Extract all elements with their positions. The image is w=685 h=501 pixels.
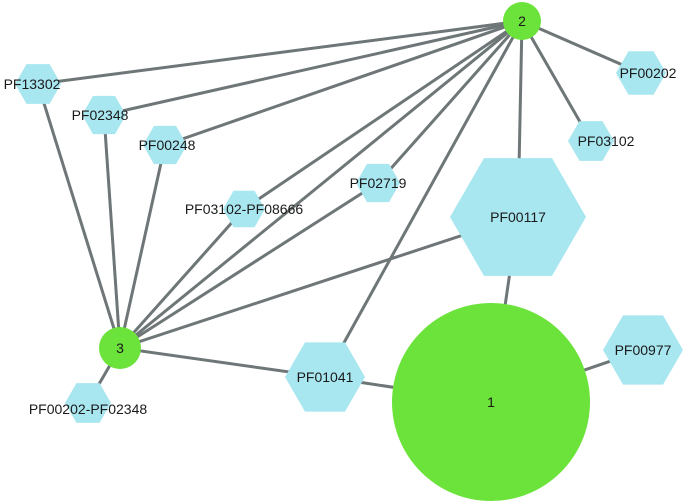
node-label: PF13302 — [4, 76, 61, 92]
node-PF01041[interactable]: PF01041 — [285, 342, 365, 412]
node-hexagon — [15, 64, 61, 104]
node-hexagon — [285, 342, 365, 412]
node-PF00202[interactable]: PF00202 — [616, 51, 677, 95]
node-label: PF00977 — [615, 342, 672, 358]
nodes-layer: 123PF13302PF02348PF00248PF03102-PF08666P… — [4, 2, 683, 501]
edge-2-PF02719 — [376, 20, 524, 184]
edge-2-3 — [119, 19, 523, 350]
node-PF00248[interactable]: PF00248 — [139, 125, 196, 165]
node-hexagon — [603, 315, 683, 385]
node-hexagon — [223, 190, 265, 228]
node-PF00117[interactable]: PF00117 — [450, 158, 586, 276]
edge-3-PF00117 — [119, 215, 519, 350]
node-label: PF01041 — [297, 369, 354, 385]
node-hexagon — [568, 121, 614, 161]
node-PF13302[interactable]: PF13302 — [4, 64, 61, 104]
node-hexagon — [143, 125, 187, 165]
edge-3-PF13302 — [36, 83, 122, 349]
node-PF03102-PF08666[interactable]: PF03102-PF08666 — [185, 190, 304, 228]
node-label: PF00202-PF02348 — [29, 401, 148, 417]
node-hexagon — [356, 163, 400, 203]
node-label: PF00248 — [139, 137, 196, 153]
node-circle — [392, 303, 590, 501]
node-3[interactable]: 3 — [99, 327, 141, 369]
edge-2-PF02348 — [103, 19, 523, 117]
node-label: PF03102 — [578, 133, 635, 149]
node-PF03102[interactable]: PF03102 — [568, 121, 635, 161]
node-hexagon — [65, 383, 111, 423]
edge-2-PF01041 — [323, 20, 524, 378]
node-PF02719[interactable]: PF02719 — [350, 163, 407, 203]
node-label: PF03102-PF08666 — [185, 201, 304, 217]
edge-2-PF03102 — [520, 20, 593, 142]
edges-layer — [36, 19, 644, 404]
node-PF02348[interactable]: PF02348 — [72, 95, 129, 135]
node-label: PF00202 — [620, 65, 677, 81]
node-label: 3 — [116, 340, 124, 356]
node-label: PF02348 — [72, 107, 129, 123]
node-label: 1 — [487, 394, 495, 410]
node-label: PF02719 — [350, 175, 407, 191]
node-label: 2 — [518, 13, 526, 29]
node-2[interactable]: 2 — [503, 2, 541, 40]
node-hexagon — [616, 51, 666, 95]
node-label: PF00117 — [490, 209, 546, 225]
edge-2-PF03102-PF08666 — [243, 19, 523, 211]
edge-3-PF02719 — [119, 181, 379, 350]
node-PF00977[interactable]: PF00977 — [603, 315, 683, 385]
edge-2-PF00248 — [164, 19, 523, 147]
node-hexagon — [450, 158, 586, 276]
edge-3-PF03102-PF08666 — [118, 208, 246, 349]
node-PF00202-PF02348[interactable]: PF00202-PF02348 — [29, 383, 148, 423]
node-circle — [503, 2, 541, 40]
node-1[interactable]: 1 — [392, 303, 590, 501]
edge-2-PF13302 — [37, 19, 523, 86]
node-circle — [99, 327, 141, 369]
edge-3-PF00248 — [118, 144, 167, 349]
edge-3-PF02348 — [102, 114, 122, 349]
node-hexagon — [82, 95, 126, 135]
